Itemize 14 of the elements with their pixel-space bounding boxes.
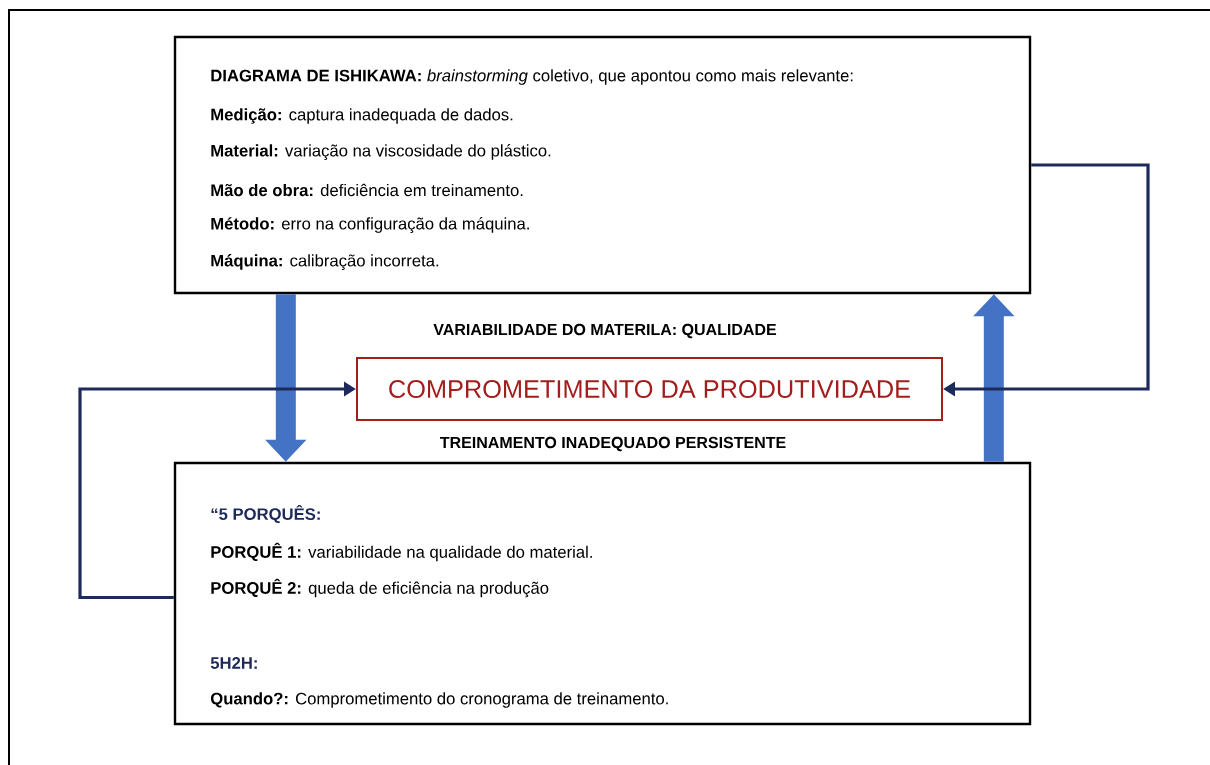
box-text-line: Quando?: Comprometimento do cronograma de treinamento. <box>210 692 668 708</box>
caption-text: VARIABILIDADE DO MATERILA: QUALIDADE <box>433 323 777 339</box>
caption-text: TREINAMENTO INADEQUADO PERSISTENTE <box>440 436 786 452</box>
box-text-line: PORQUÊ 1: variabilidade na qualidade do material. <box>211 542 592 562</box>
box-text-line: Máquina: calibração incorreta. <box>211 254 439 270</box>
box-text-line: Medição: captura inadequada de dados. <box>211 108 513 124</box>
box-text-line: Material: variação na viscosidade do plástico. <box>211 144 551 160</box>
box-text-line: DIAGRAMA DE ISHIKAWA: brainstorming coletivo, que apontou como mais relevante: <box>211 69 853 85</box>
box-heading: 5H2H: <box>210 657 257 669</box>
box-text-line: PORQUÊ 2: queda de eficiência na produção <box>211 578 549 598</box>
box-heading: “5 PORQUÊS: <box>211 504 320 524</box>
box-text-line: Método: erro na configuração da máquina. <box>211 217 529 233</box>
title-box: COMPROMETIMENTO DA PRODUTIVIDADE <box>356 357 943 421</box>
box-text-line: Mão de obra: deficiência em treinamento. <box>211 183 523 197</box>
